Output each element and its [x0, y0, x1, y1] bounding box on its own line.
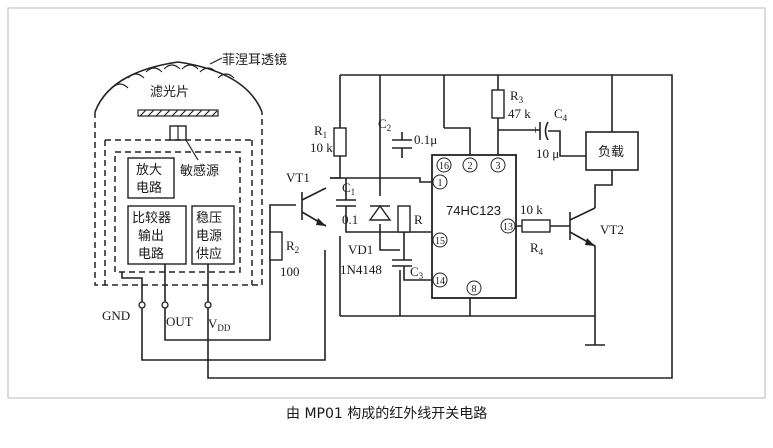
ic-pin-16-num: 16 [439, 161, 449, 172]
c1-label: C1 [342, 180, 355, 197]
gnd-lead [121, 272, 143, 302]
gnd-pin [138, 301, 146, 309]
pin2-wire [444, 127, 471, 155]
r3-wire [497, 118, 540, 155]
gnd-label: GND [102, 308, 130, 323]
vt2-arrow [585, 238, 595, 246]
element-label: 敏感源 [180, 163, 219, 179]
fresnel-dome [94, 61, 263, 113]
vt2-label: VT2 [600, 222, 624, 237]
r2-label: R2 [286, 238, 299, 255]
r-label: R [414, 212, 423, 227]
comparator-label-2: 输出 [138, 228, 164, 244]
sensor-module: 菲涅耳透镜 滤光片 敏感源 放大 电路 比较器 输出 电路 稳压 电源 供应 [94, 53, 287, 333]
diode-bottom-wire [379, 224, 400, 251]
r1-value: 10 k [310, 140, 333, 155]
vdd-return [207, 74, 673, 379]
load-ground [585, 270, 605, 346]
c4-plate-b [544, 121, 549, 141]
ic-pin-14-num: 14 [435, 276, 445, 287]
diagram-frame [7, 7, 766, 399]
vd1-label: VD1 [348, 242, 373, 257]
gnd-rail [141, 250, 326, 361]
comparator-label-1: 比较器 [132, 211, 171, 226]
r3-label: R3 [510, 88, 524, 105]
c4-plus: + [532, 122, 539, 137]
ic-pin-2 [462, 157, 478, 173]
ic-pin-3 [490, 157, 506, 173]
r3-resistor [491, 89, 505, 119]
vt2-body [569, 207, 596, 270]
vt1-label: VT1 [286, 170, 310, 185]
out-wire [164, 204, 296, 341]
ic-pin-1 [432, 174, 448, 190]
lens-ridges [111, 64, 235, 89]
comparator-block [127, 205, 187, 265]
ic-pin-14 [432, 272, 448, 288]
regulator-label-1: 稳压 [196, 210, 222, 226]
ic-pin-16 [436, 157, 452, 173]
vt1-body [301, 187, 327, 227]
amplifier-label-1: 放大 [136, 163, 162, 178]
load-wire [594, 170, 613, 208]
components: R1 10 k R2 100 VT1 C1 0.1 C2 0.1μ VD1 1N… [269, 88, 639, 299]
c2-label: C2 [378, 116, 391, 133]
c3-label: C3 [410, 264, 424, 281]
vd1-part: 1N4148 [340, 262, 382, 277]
c4-wire [548, 130, 586, 157]
regulator-label-3: 供应 [196, 246, 222, 262]
c4-label: C4 [554, 106, 568, 123]
housing-inner [104, 140, 253, 285]
c1-value: 0.1 [342, 212, 358, 227]
ic-label: 74HC123 [446, 203, 501, 218]
amplifier-block [127, 157, 175, 199]
comparator-label-3: 电路 [138, 246, 164, 262]
r1-bottom-wire [330, 156, 341, 179]
regulator-block [191, 205, 235, 265]
ic-pin-3-num: 3 [496, 161, 501, 172]
out-pin [161, 301, 169, 309]
out-label: OUT [166, 314, 193, 329]
vd1-diode [368, 204, 392, 221]
lens-leader [209, 57, 223, 65]
lens-label: 菲涅耳透镜 [222, 53, 287, 68]
filter-hatch [139, 109, 218, 117]
ic-pin-8-num: 8 [472, 284, 477, 295]
vdd-pin [204, 301, 212, 309]
r3-value: 47 k [508, 106, 531, 121]
ic-pins: 16 2 3 1 15 14 8 13 [432, 157, 516, 296]
vt1-arrow [316, 218, 326, 226]
r2-resistor [269, 231, 283, 261]
c3-wire [403, 232, 432, 281]
r2-value: 100 [280, 264, 300, 279]
ic-pin-15 [432, 232, 448, 248]
r-resistor [397, 205, 411, 233]
element-leader [185, 139, 199, 161]
r4-label: R4 [530, 240, 544, 257]
r4-resistor [521, 219, 551, 233]
inner-box [114, 151, 241, 273]
filter-label: 滤光片 [150, 85, 189, 100]
amplifier-label-2: 电路 [136, 180, 162, 196]
r4-value: 10 k [520, 202, 543, 217]
vdd-label: VDD [208, 316, 231, 333]
r1-resistor [333, 127, 347, 157]
load-label: 负载 [598, 145, 624, 160]
regulator-label-2: 电源 [196, 229, 222, 244]
c2-value: 0.1μ [414, 132, 437, 147]
wiring [141, 74, 673, 379]
ic-pin-8 [466, 280, 482, 296]
diagram-caption: 由 MP01 构成的红外线开关电路 [286, 406, 487, 422]
r1-label: R1 [314, 123, 327, 140]
ic-pin-2-num: 2 [468, 161, 473, 172]
ic-pin-13-num: 13 [503, 222, 513, 233]
c4-value: 10 μ [536, 146, 559, 161]
filter-plate [137, 109, 219, 117]
ic-pin-15-num: 15 [435, 236, 445, 247]
ic-pin-1-num: 1 [438, 178, 443, 189]
pin1-wire [330, 177, 432, 183]
